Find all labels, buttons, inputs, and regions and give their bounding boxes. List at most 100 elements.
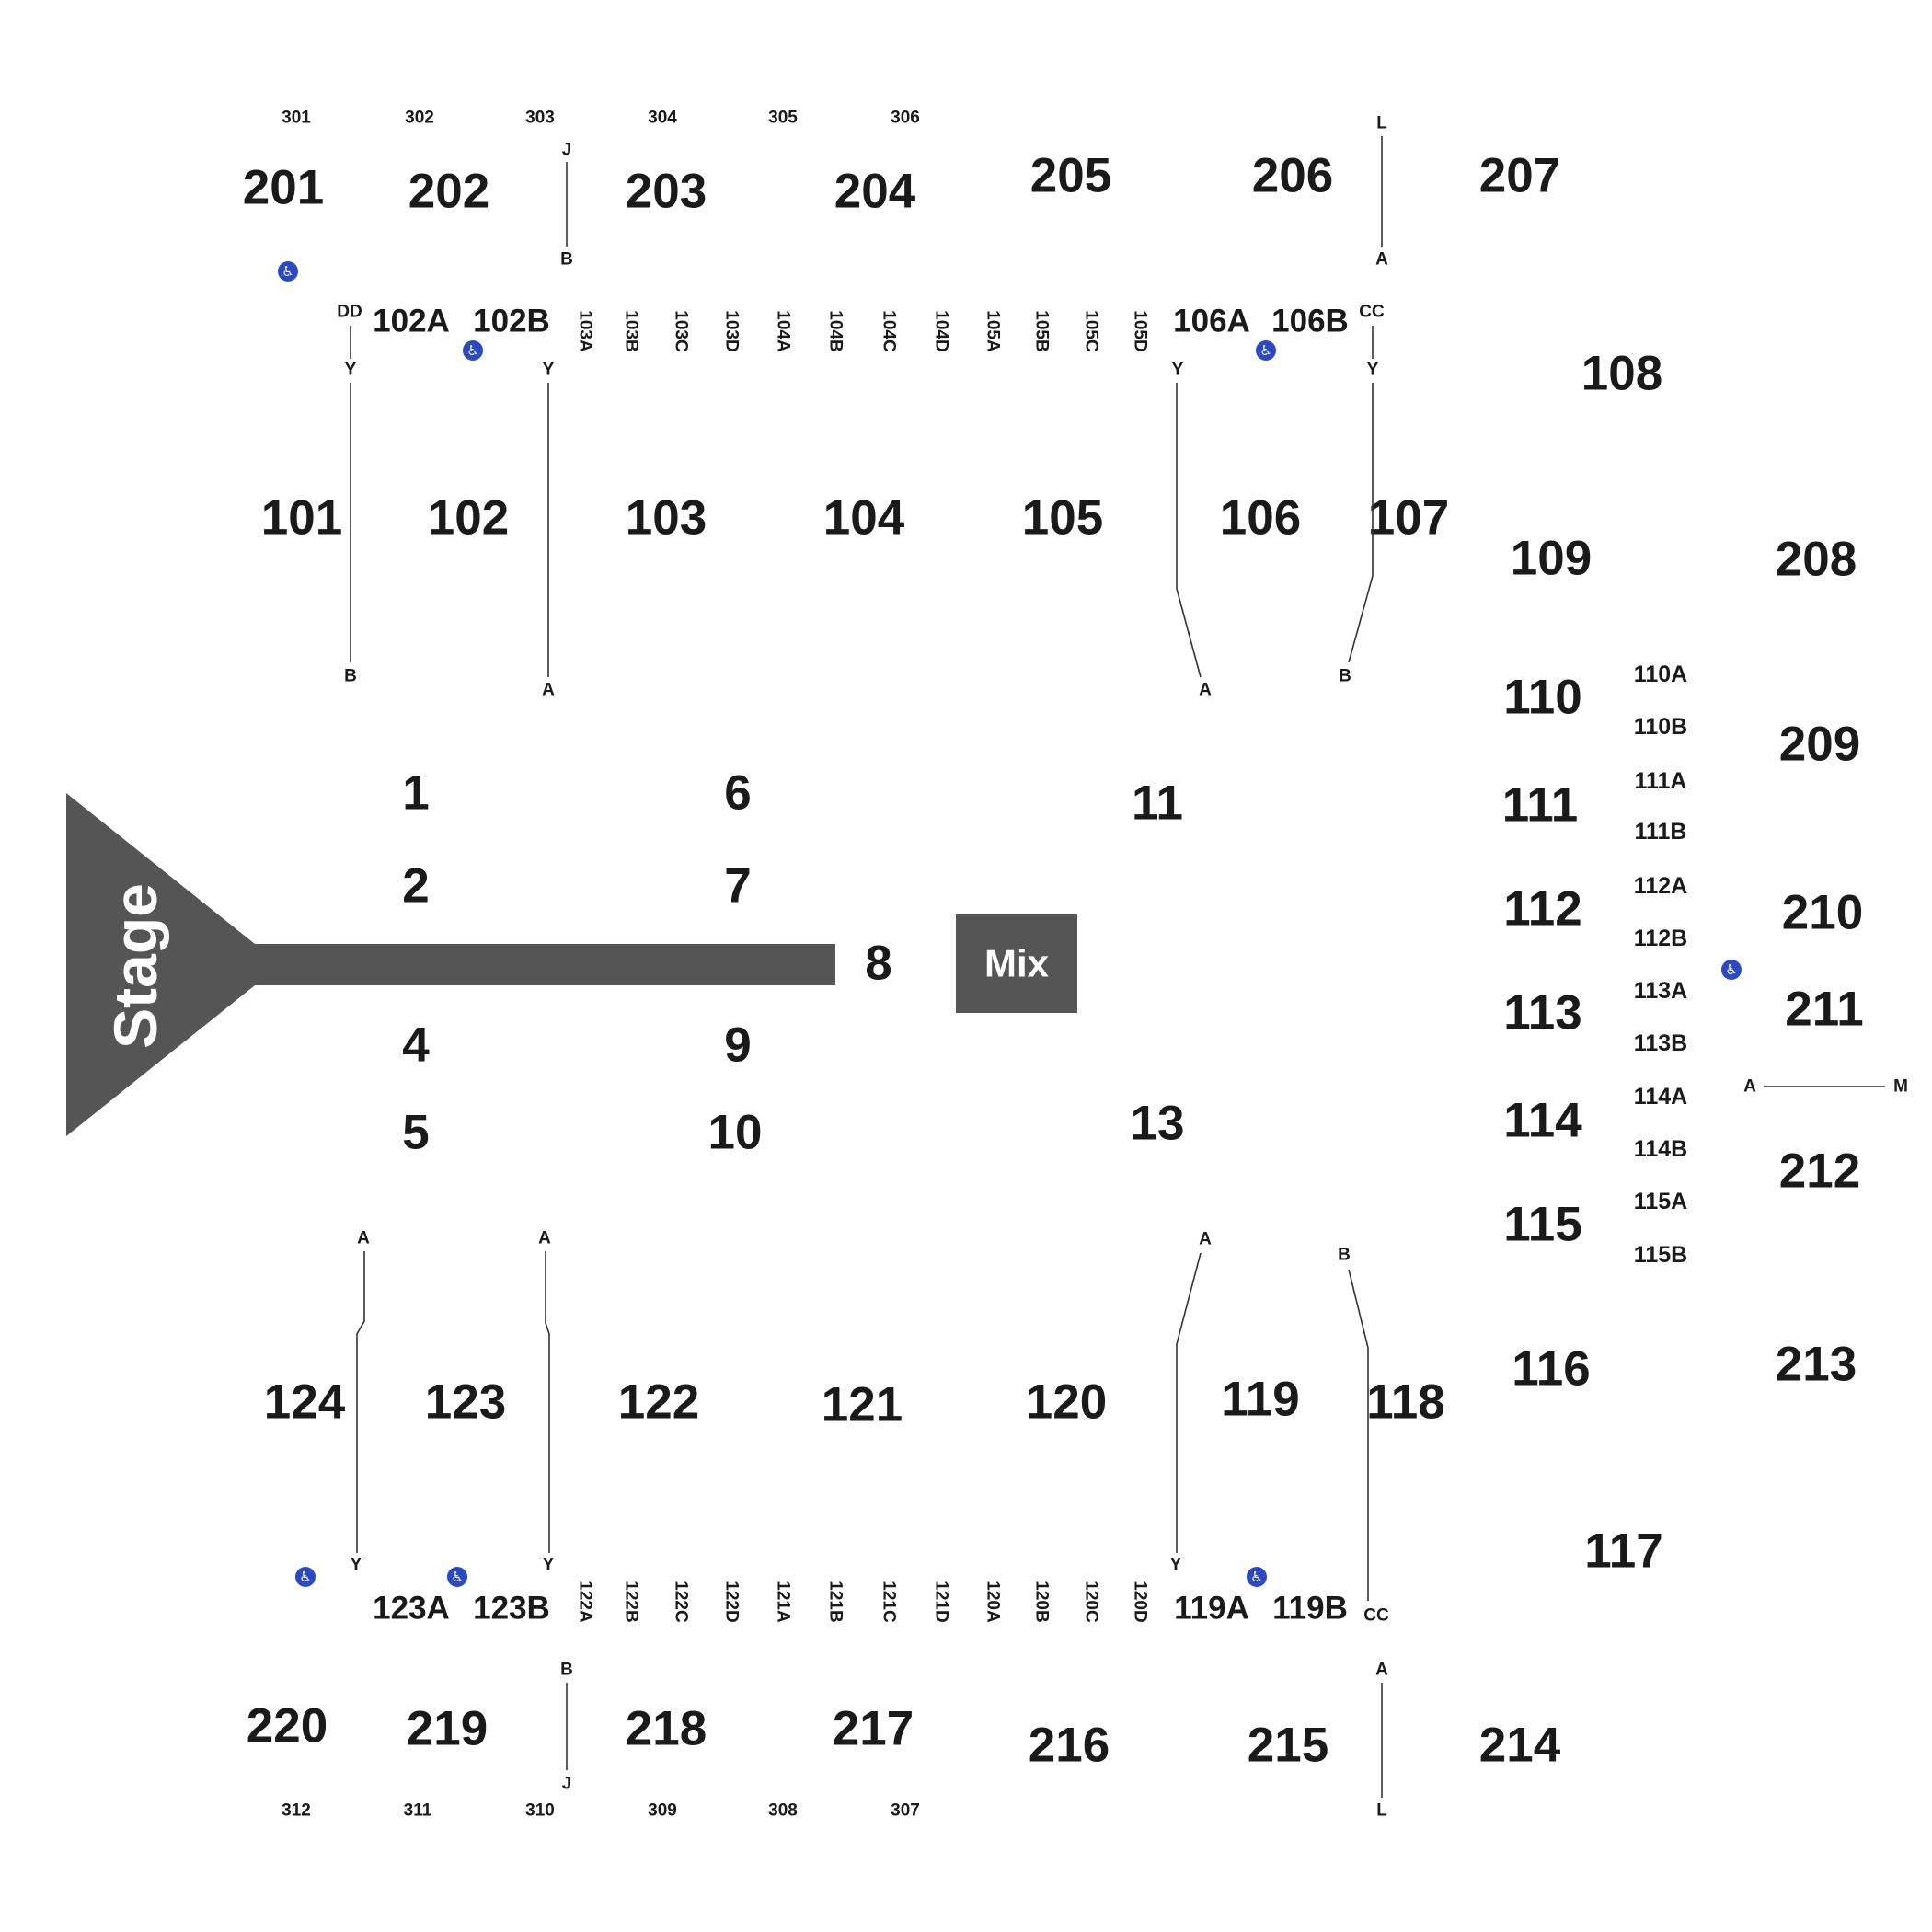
section-105a[interactable]: 105A <box>983 310 1003 352</box>
section-7[interactable]: 7 <box>724 859 751 914</box>
section-208[interactable]: 208 <box>1776 533 1857 587</box>
section-103d[interactable]: 103D <box>722 310 742 351</box>
section-213[interactable]: 213 <box>1776 1338 1857 1392</box>
section-106[interactable]: 106 <box>1220 491 1301 546</box>
section-307[interactable]: 307 <box>891 1801 920 1821</box>
section-123a[interactable]: 123A <box>373 1591 450 1627</box>
section-201[interactable]: 201 <box>243 161 324 215</box>
section-103c[interactable]: 103C <box>672 310 691 352</box>
section-105d[interactable]: 105D <box>1131 310 1150 351</box>
section-119[interactable]: 119 <box>1221 1373 1300 1427</box>
section-114b[interactable]: 114B <box>1634 1136 1687 1162</box>
section-114[interactable]: 114 <box>1503 1094 1582 1148</box>
section-112b[interactable]: 112B <box>1634 926 1687 951</box>
section-5[interactable]: 5 <box>402 1106 429 1160</box>
stage[interactable]: Stage <box>66 793 835 1136</box>
section-116[interactable]: 116 <box>1512 1342 1591 1397</box>
section-121a[interactable]: 121A <box>774 1581 793 1623</box>
wheelchair-icon[interactable]: ♿ <box>1247 1567 1267 1587</box>
section-311[interactable]: 311 <box>404 1801 432 1821</box>
section-10[interactable]: 10 <box>708 1106 763 1160</box>
section-211[interactable]: 211 <box>1785 983 1864 1037</box>
section-124[interactable]: 124 <box>264 1375 346 1430</box>
section-105[interactable]: 105 <box>1022 491 1103 546</box>
section-121d[interactable]: 121D <box>932 1581 951 1622</box>
section-105c[interactable]: 105C <box>1082 310 1101 352</box>
section-310[interactable]: 310 <box>525 1801 555 1821</box>
section-110b[interactable]: 110B <box>1634 714 1687 740</box>
section-106a[interactable]: 106A <box>1173 304 1250 339</box>
section-2[interactable]: 2 <box>402 859 429 914</box>
section-216[interactable]: 216 <box>1029 1719 1110 1773</box>
section-121[interactable]: 121 <box>822 1378 903 1432</box>
section-122a[interactable]: 122A <box>576 1581 595 1623</box>
section-101[interactable]: 101 <box>261 491 342 546</box>
section-119b[interactable]: 119B <box>1272 1591 1348 1627</box>
section-122b[interactable]: 122B <box>622 1581 641 1622</box>
section-104c[interactable]: 104C <box>880 310 899 352</box>
section-308[interactable]: 308 <box>768 1801 798 1821</box>
section-103a[interactable]: 103A <box>576 310 595 352</box>
section-115b[interactable]: 115B <box>1634 1242 1687 1268</box>
section-104b[interactable]: 104B <box>826 310 845 351</box>
section-120[interactable]: 120 <box>1026 1375 1107 1430</box>
section-123b[interactable]: 123B <box>473 1591 550 1627</box>
wheelchair-icon[interactable]: ♿ <box>447 1567 467 1587</box>
section-8[interactable]: 8 <box>865 937 891 991</box>
section-303[interactable]: 303 <box>525 109 555 128</box>
section-115[interactable]: 115 <box>1503 1198 1582 1252</box>
section-102[interactable]: 102 <box>428 491 509 546</box>
section-102b[interactable]: 102B <box>473 304 550 339</box>
section-203[interactable]: 203 <box>626 165 707 219</box>
wheelchair-icon[interactable]: ♿ <box>1256 340 1276 361</box>
section-209[interactable]: 209 <box>1779 718 1860 772</box>
section-104d[interactable]: 104D <box>932 310 951 351</box>
section-119a[interactable]: 119A <box>1174 1591 1249 1627</box>
section-109[interactable]: 109 <box>1511 532 1592 586</box>
section-104[interactable]: 104 <box>823 491 905 546</box>
section-13[interactable]: 13 <box>1131 1097 1185 1151</box>
section-1[interactable]: 1 <box>402 766 429 821</box>
section-205[interactable]: 205 <box>1030 149 1111 203</box>
section-301[interactable]: 301 <box>282 109 311 128</box>
section-108[interactable]: 108 <box>1581 347 1662 401</box>
section-103[interactable]: 103 <box>626 491 707 546</box>
wheelchair-icon[interactable]: ♿ <box>295 1567 316 1587</box>
section-4[interactable]: 4 <box>402 1018 430 1073</box>
section-206[interactable]: 206 <box>1252 149 1333 203</box>
section-220[interactable]: 220 <box>247 1699 328 1754</box>
section-110a[interactable]: 110A <box>1634 661 1687 687</box>
section-111a[interactable]: 111A <box>1634 768 1686 794</box>
section-102a[interactable]: 102A <box>373 304 450 339</box>
section-306[interactable]: 306 <box>891 109 920 128</box>
section-302[interactable]: 302 <box>405 109 434 128</box>
section-207[interactable]: 207 <box>1479 149 1560 203</box>
section-11[interactable]: 11 <box>1132 776 1183 831</box>
section-210[interactable]: 210 <box>1782 886 1863 940</box>
section-112[interactable]: 112 <box>1503 882 1582 937</box>
section-111[interactable]: 111 <box>1502 778 1579 833</box>
section-112a[interactable]: 112A <box>1634 873 1687 899</box>
section-9[interactable]: 9 <box>724 1018 751 1073</box>
section-104a[interactable]: 104A <box>774 310 793 352</box>
section-120b[interactable]: 120B <box>1032 1581 1052 1622</box>
section-304[interactable]: 304 <box>648 109 677 128</box>
section-105b[interactable]: 105B <box>1032 310 1052 351</box>
section-309[interactable]: 309 <box>648 1801 677 1821</box>
section-120a[interactable]: 120A <box>983 1581 1003 1623</box>
section-103b[interactable]: 103B <box>622 310 641 351</box>
section-217[interactable]: 217 <box>833 1702 914 1756</box>
section-113a[interactable]: 113A <box>1634 978 1687 1004</box>
section-111b[interactable]: 111B <box>1634 819 1686 845</box>
section-120d[interactable]: 120D <box>1131 1581 1150 1622</box>
section-113[interactable]: 113 <box>1503 986 1582 1041</box>
section-114a[interactable]: 114A <box>1634 1084 1687 1110</box>
section-120c[interactable]: 120C <box>1082 1581 1101 1623</box>
section-123[interactable]: 123 <box>425 1375 506 1430</box>
section-312[interactable]: 312 <box>282 1801 311 1821</box>
section-122c[interactable]: 122C <box>672 1581 691 1623</box>
section-212[interactable]: 212 <box>1779 1144 1860 1199</box>
section-117[interactable]: 117 <box>1584 1524 1663 1579</box>
section-107[interactable]: 107 <box>1368 491 1449 546</box>
wheelchair-icon[interactable]: ♿ <box>278 261 298 282</box>
